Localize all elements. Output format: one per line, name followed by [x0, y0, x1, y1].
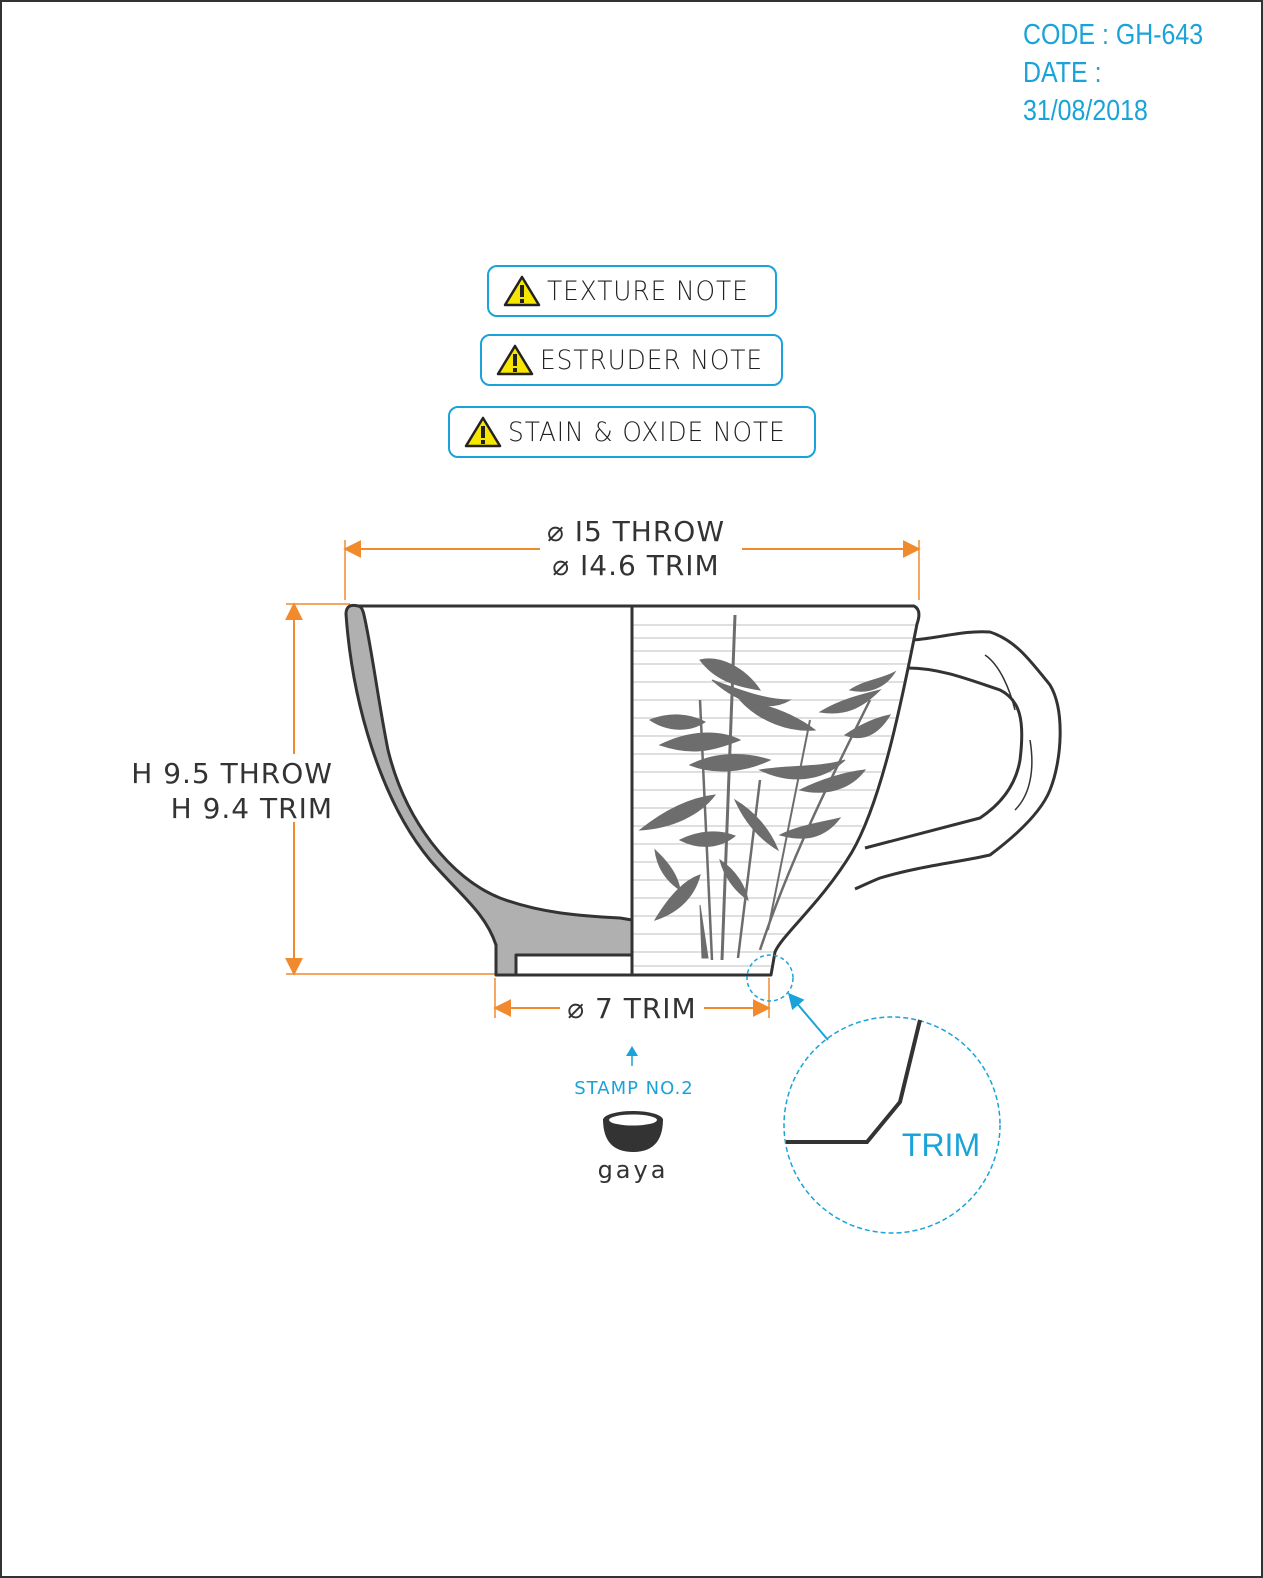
height-trim-label: H 9.4 TRIM	[171, 792, 333, 825]
cup-section-left	[344, 603, 634, 977]
width-dimension: ⌀ I5 THROW ⌀ I4.6 TRIM	[343, 515, 921, 600]
trim-detail-label: TRIM	[902, 1127, 980, 1163]
height-dimension: H 9.5 THROW H 9.4 TRIM	[131, 602, 495, 976]
stamp-label: STAMP NO.2	[574, 1078, 694, 1099]
trim-detail-callout: TRIM	[746, 954, 1001, 1234]
stain-oxide-note-button[interactable]: STAIN & OXIDE NOTE	[448, 406, 816, 458]
cup-handle	[854, 630, 1062, 891]
bowl-logo-icon	[603, 1111, 663, 1152]
base-trim-label: ⌀ 7 TRIM	[567, 992, 696, 1025]
warning-icon	[503, 275, 541, 307]
texture-lines	[632, 614, 919, 967]
height-throw-label: H 9.5 THROW	[131, 757, 333, 790]
date-label: DATE : 31/08/2018	[1023, 57, 1148, 127]
base-dimension: ⌀ 7 TRIM	[493, 978, 771, 1025]
estruder-note-button[interactable]: ESTRUDER NOTE	[480, 334, 783, 386]
cup-exterior-right	[496, 604, 921, 977]
texture-note-button[interactable]: TEXTURE NOTE	[487, 265, 777, 317]
diameter-throw-label: ⌀ I5 THROW	[547, 515, 725, 548]
warning-icon	[496, 344, 534, 376]
title-block: CODE : GH-643 DATE : 31/08/2018	[1023, 16, 1229, 130]
stain-oxide-note-label: STAIN & OXIDE NOTE	[508, 416, 786, 448]
arrow-up-icon	[626, 1046, 638, 1056]
estruder-note-label: ESTRUDER NOTE	[540, 344, 764, 376]
texture-note-label: TEXTURE NOTE	[547, 275, 749, 307]
code-label: CODE : GH-643	[1023, 19, 1204, 51]
bamboo-decoration	[638, 614, 897, 961]
diameter-trim-label: ⌀ I4.6 TRIM	[552, 549, 719, 582]
brand-label: gaya	[598, 1156, 669, 1184]
warning-icon	[464, 416, 502, 448]
stamp-block: STAMP NO.2 gaya	[574, 1046, 694, 1184]
